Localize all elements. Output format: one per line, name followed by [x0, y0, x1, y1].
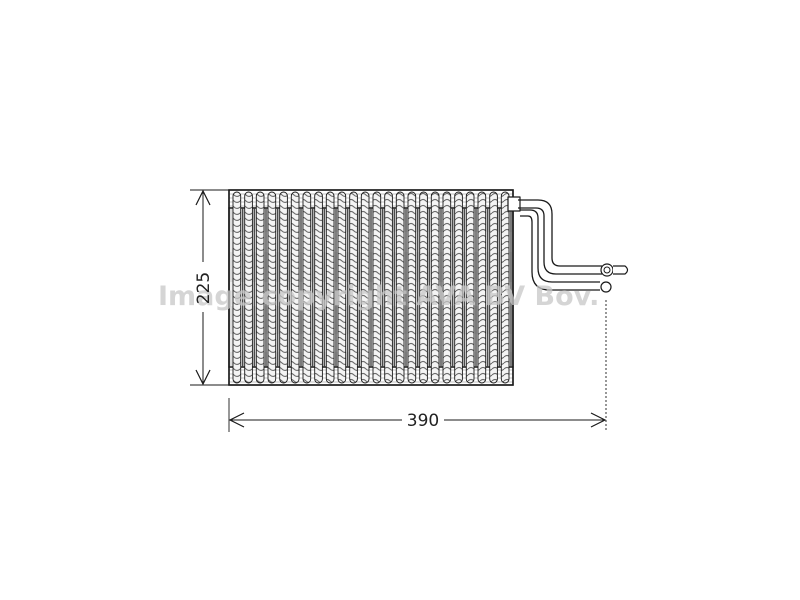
tube	[314, 191, 323, 384]
width-dimension	[228, 300, 607, 432]
inlet-pipe-inner-edge	[520, 215, 600, 291]
pipe-end-fitting-upper	[600, 263, 614, 277]
tube	[325, 191, 335, 384]
tube	[267, 191, 277, 384]
tube	[489, 191, 498, 384]
width-dimension-label: 390	[407, 411, 439, 431]
tube	[442, 191, 452, 384]
tube	[454, 191, 463, 384]
height-arrow-bottom	[195, 369, 211, 386]
tube	[384, 191, 393, 384]
tube	[372, 191, 382, 384]
tube	[349, 191, 358, 384]
pipe-end-fitting-lower	[600, 281, 612, 293]
outlet-pipe-outer-inner-edge	[518, 207, 602, 275]
pipe-end-fitting-upper-ring	[603, 266, 611, 274]
tube	[430, 191, 440, 384]
tube	[244, 191, 253, 384]
height-dimension	[190, 189, 229, 386]
tube	[500, 191, 510, 384]
height-arrow-top	[195, 189, 211, 206]
pipe-end-nozzle	[613, 265, 629, 275]
tube	[360, 191, 370, 384]
tube	[290, 191, 300, 384]
tube	[302, 191, 312, 384]
core-outline	[228, 189, 514, 386]
tube	[279, 191, 288, 384]
tube	[337, 191, 347, 384]
pipe-fitting-block	[507, 196, 521, 212]
tube	[255, 191, 265, 384]
tube	[395, 191, 405, 384]
tube	[465, 191, 475, 384]
height-dimension-label: 225	[194, 272, 214, 304]
tube	[232, 191, 242, 384]
width-arrow-right	[590, 412, 607, 428]
tube-array	[232, 191, 512, 384]
width-arrow-left	[228, 412, 245, 428]
tube	[407, 191, 417, 384]
tube	[419, 191, 428, 384]
copyright-watermark: Image copyright AVA BV Bov.	[158, 281, 599, 312]
evaporator-core	[228, 189, 514, 386]
outlet-pipe-outer	[518, 199, 602, 267]
inlet-pipe-outer	[520, 209, 600, 283]
tube	[477, 191, 487, 384]
pipe-assembly	[507, 196, 629, 293]
